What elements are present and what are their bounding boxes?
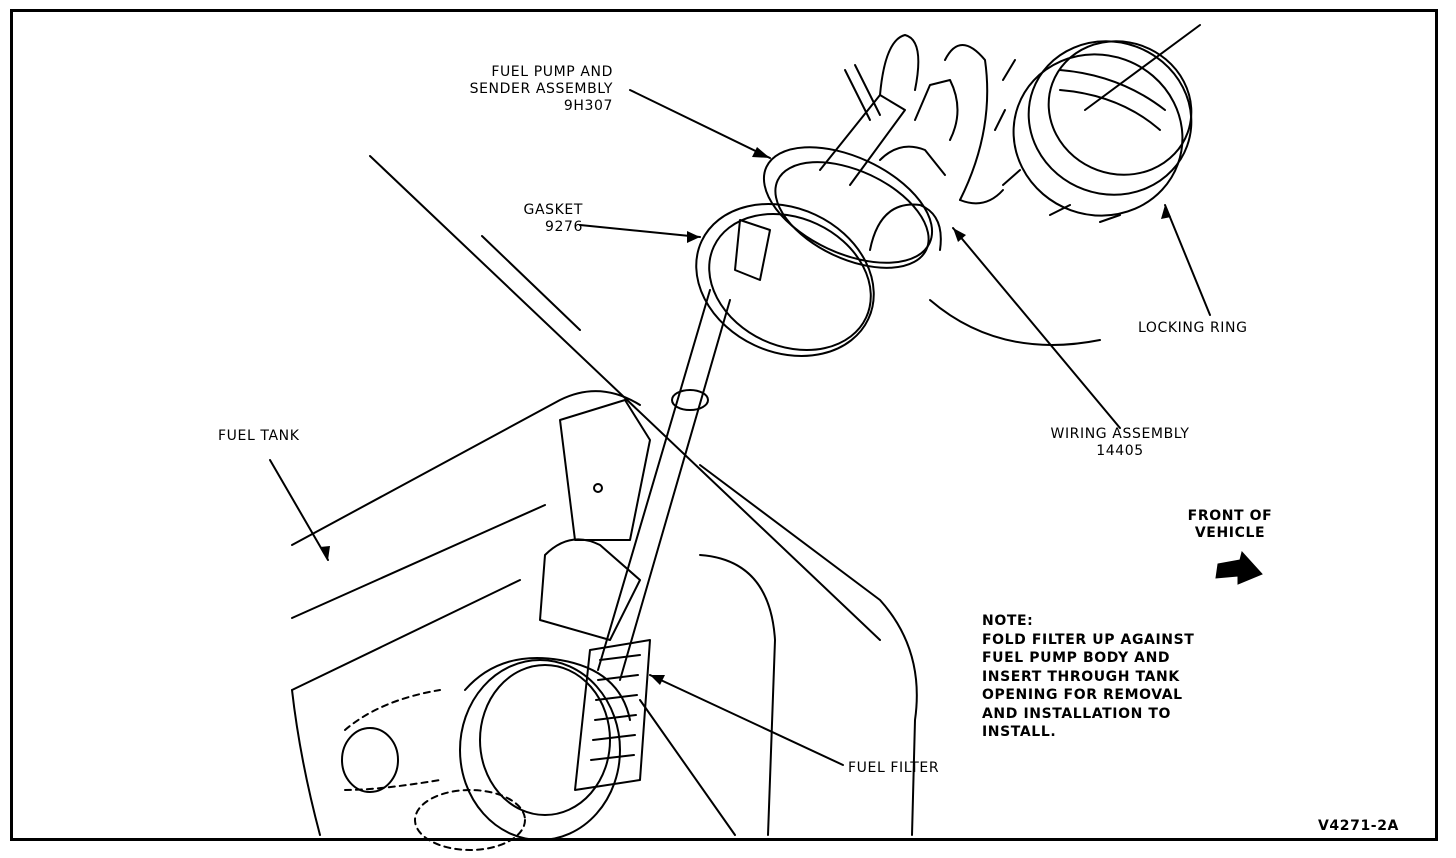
pump-body-drawing xyxy=(341,289,731,851)
fuel-tank-label: FUEL TANK xyxy=(218,428,300,444)
note-line: FUEL PUMP BODY AND xyxy=(982,650,1171,666)
front-of-vehicle-line-2: VEHICLE xyxy=(1194,525,1266,541)
wiring-assembly-label: WIRING ASSEMBLY 14405 xyxy=(1030,426,1210,460)
arrow-down-right-icon xyxy=(1215,550,1263,585)
note-line: AND INSTALLATION TO xyxy=(982,705,1172,722)
gasket-label: GASKET 9276 xyxy=(500,202,583,236)
leader-lines xyxy=(269,89,1211,766)
figure-code: V4271-2A xyxy=(1318,818,1399,834)
front-of-vehicle-line-1: FRONT OF xyxy=(1187,508,1273,524)
pump-assembly-line-2: SENDER ASSEMBLY xyxy=(469,81,613,97)
note-heading: NOTE: xyxy=(982,613,1034,629)
note-line: INSERT THROUGH TANK xyxy=(982,668,1180,685)
wiring-assembly-name: WIRING ASSEMBLY xyxy=(1050,426,1190,442)
figure-frame xyxy=(10,9,1438,841)
fuel-filter-label: FUEL FILTER xyxy=(848,760,940,776)
note-block: NOTE: FOLD FILTER UP AGAINST FUEL PUMP B… xyxy=(982,612,1194,742)
note-line: INSTALL. xyxy=(982,724,1057,740)
front-of-vehicle-label: FRONT OF VEHICLE xyxy=(1182,508,1278,542)
locking-ring-label: LOCKING RING xyxy=(1138,320,1248,336)
fuel-tank-outline xyxy=(291,155,1101,836)
wiring-assembly-part-number: 14405 xyxy=(1096,443,1144,459)
gasket-drawing xyxy=(695,203,875,357)
gasket-name: GASKET xyxy=(523,202,583,218)
pump-assembly-line-1: FUEL PUMP AND xyxy=(491,64,613,80)
pump-flange-drawing xyxy=(762,34,1004,269)
gasket-part-number: 9276 xyxy=(544,219,583,235)
note-line: OPENING FOR REMOVAL xyxy=(982,687,1183,703)
arrowheads xyxy=(320,147,1171,685)
locking-ring-drawing xyxy=(994,24,1201,223)
pump-assembly-part-number: 9H307 xyxy=(563,98,613,114)
pump-assembly-label: FUEL PUMP AND SENDER ASSEMBLY 9H307 xyxy=(440,64,613,115)
note-line: FOLD FILTER UP AGAINST xyxy=(982,631,1195,648)
